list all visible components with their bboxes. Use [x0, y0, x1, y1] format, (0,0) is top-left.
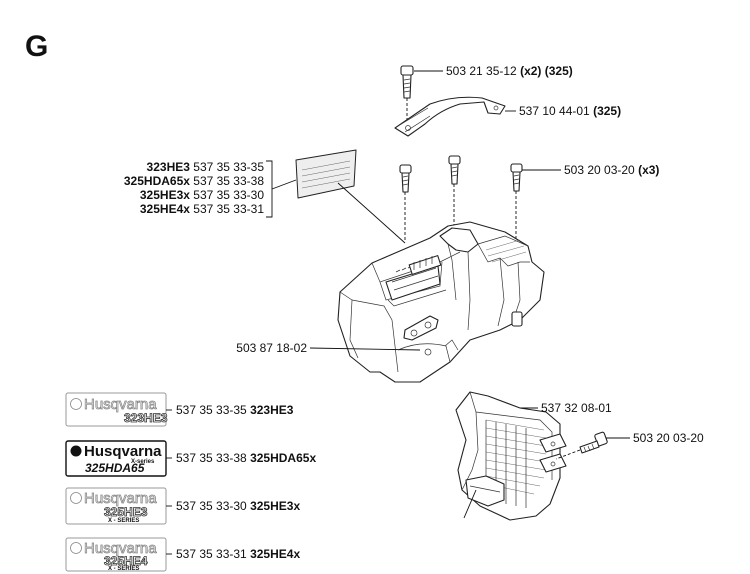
- svg-text:Husqvarna: Husqvarna: [84, 396, 157, 413]
- decal-sticker-leader: [337, 182, 406, 244]
- decal-325hda65-callout: 537 35 33-38 325HDA65x: [176, 451, 316, 465]
- svg-text:325HDA65: 325HDA65: [85, 461, 145, 475]
- decal-325he3x: Husqvarna 325HE3 X - SERIES: [65, 487, 167, 525]
- filter-screw-drawing: [555, 431, 608, 460]
- engine-cover-drawing: [337, 221, 545, 383]
- engine-cover-leader: [309, 347, 421, 351]
- svg-text:325HE3: 325HE3: [104, 505, 148, 519]
- svg-text:325HE4: 325HE4: [104, 554, 148, 568]
- screw-top-callout: 503 21 35-12 (x2) (325): [446, 64, 573, 78]
- svg-text:X - SERIES: X - SERIES: [108, 518, 139, 524]
- svg-text:X - SERIES: X - SERIES: [108, 566, 139, 572]
- decal-323he3: Husqvarna 323HE3: [65, 392, 168, 427]
- svg-text:Husqvarna: Husqvarna: [84, 443, 162, 460]
- svg-text:Husqvarna: Husqvarna: [84, 540, 157, 557]
- filter-cover-callout: 537 32 08-01: [541, 401, 612, 415]
- screw-top-drawing: [400, 65, 414, 124]
- engine-cover-callout: 503 87 18-02: [236, 341, 307, 355]
- decal-table-row: 325HE4x 537 35 33-31: [140, 202, 264, 216]
- decal-325he4x: Husqvarna 325HE4 X - SERIES: [65, 537, 167, 572]
- decal-table: 323HE3 537 35 33-35 325HDA65x 537 35 33-…: [124, 160, 297, 218]
- svg-text:X-series: X-series: [131, 459, 155, 465]
- decal-325hda65: Husqvarna X-series 325HDA65: [65, 440, 167, 477]
- filter-cover-leader-lower: [463, 489, 477, 519]
- decal-325he3x-callout: 537 35 33-30 325HE3x: [176, 499, 300, 513]
- svg-text:Husqvarna: Husqvarna: [84, 490, 157, 507]
- section-letter: G: [25, 30, 48, 63]
- decal-table-row: 325HDA65x 537 35 33-38: [124, 174, 264, 188]
- decal-323he3-callout: 537 35 33-35 323HE3: [176, 403, 294, 417]
- decal-325he4x-callout: 537 35 33-31 325HE4x: [176, 547, 300, 561]
- decal-table-row: 323HE3 537 35 33-35: [147, 160, 265, 174]
- svg-text:323HE3: 323HE3: [124, 411, 168, 425]
- filter-screw-callout: 503 20 03-20: [633, 431, 704, 445]
- decal-table-row: 325HE3x 537 35 33-30: [140, 188, 264, 202]
- cover-screws-drawing: [399, 155, 523, 318]
- cover-screws-callout: 503 20 03-20 (x3): [564, 163, 659, 177]
- cover-bracket-callout: 537 10 44-01 (325): [519, 104, 621, 118]
- filter-cover-drawing: [455, 391, 567, 521]
- cover-bracket-drawing: [394, 96, 506, 137]
